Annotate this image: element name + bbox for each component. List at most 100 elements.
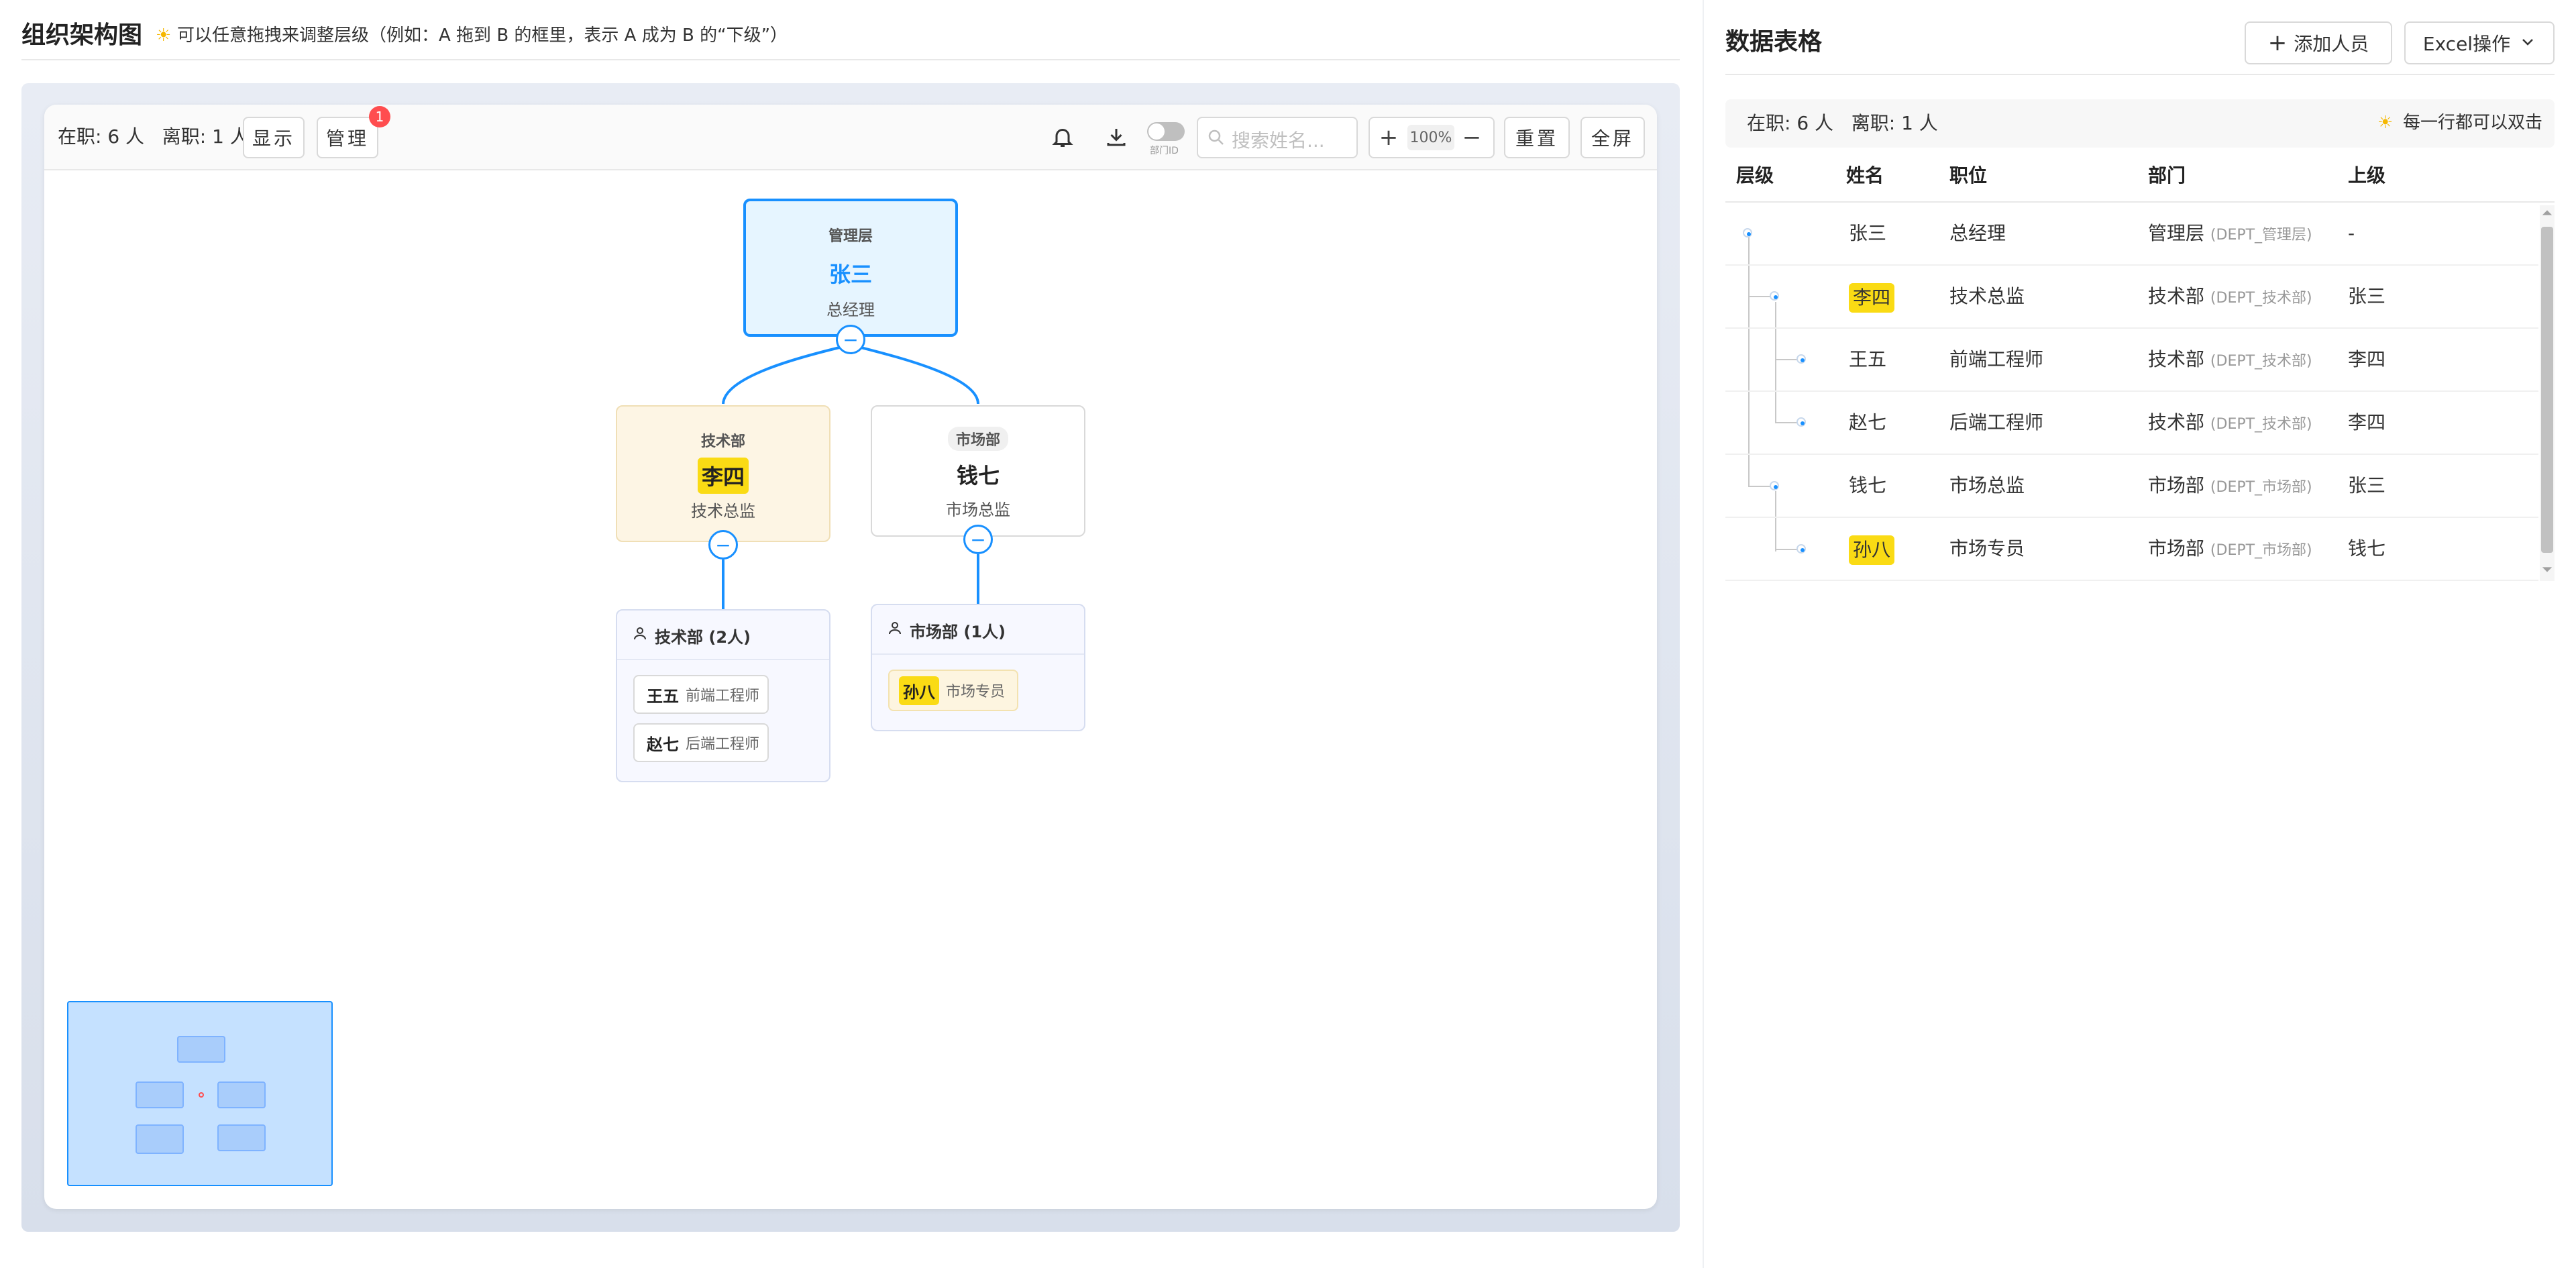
table-scroll-thumb[interactable] bbox=[2541, 227, 2553, 553]
tree-node-dot[interactable] bbox=[1796, 354, 1806, 364]
manage-button[interactable]: 管理 bbox=[317, 117, 378, 158]
col-header-superior[interactable]: 上级 bbox=[2348, 164, 2386, 187]
collapse-toggle-market[interactable]: − bbox=[963, 525, 993, 554]
tree-guide bbox=[1748, 296, 1775, 297]
row-divider bbox=[1725, 517, 2538, 518]
bell-icon[interactable] bbox=[1048, 122, 1077, 152]
cell-position[interactable]: 市场总监 bbox=[1949, 474, 2025, 496]
reset-button[interactable]: 重置 bbox=[1504, 117, 1570, 158]
col-header-name[interactable]: 姓名 bbox=[1846, 164, 1884, 187]
tree-guide bbox=[1748, 236, 1750, 297]
cell-name[interactable]: 李四 bbox=[1849, 283, 1895, 313]
cell-name[interactable]: 王五 bbox=[1849, 348, 1887, 370]
cell-dept[interactable]: 技术部 (DEPT_技术部) bbox=[2148, 346, 2312, 375]
minimap-center-dot bbox=[199, 1092, 204, 1098]
minimap-node bbox=[217, 1124, 266, 1151]
node-title: 市场总监 bbox=[946, 500, 1010, 519]
table-stats: 在职: 6 人 离职: 1 人 bbox=[1747, 112, 1938, 134]
cell-dept[interactable]: 市场部 (DEPT_市场部) bbox=[2148, 472, 2312, 501]
group-header: 技术部 (2人) bbox=[655, 628, 751, 647]
tree-guide bbox=[1775, 422, 1802, 423]
member-chip[interactable]: 赵七 后端工程师 bbox=[633, 723, 769, 762]
add-person-label: 添加人员 bbox=[2294, 33, 2369, 55]
member-role: 市场专员 bbox=[946, 684, 1006, 700]
member-chip[interactable]: 孙八 市场专员 bbox=[888, 670, 1018, 711]
collapse-toggle-root[interactable]: − bbox=[836, 325, 865, 354]
drag-tip: 可以任意拖拽来调整层级（例如：A 拖到 B 的框里，表示 A 成为 B 的“下级… bbox=[177, 25, 788, 46]
member-name: 孙八 bbox=[899, 676, 939, 705]
panel-divider[interactable] bbox=[1703, 0, 1704, 1268]
cell-dept[interactable]: 市场部 (DEPT_市场部) bbox=[2148, 535, 2312, 564]
org-node-market[interactable]: 市场部 钱七 市场总监 bbox=[871, 405, 1085, 537]
user-icon bbox=[632, 625, 648, 644]
zoom-out-button[interactable]: − bbox=[1457, 121, 1487, 154]
cell-name[interactable]: 孙八 bbox=[1849, 535, 1895, 565]
cell-position[interactable]: 市场专员 bbox=[1949, 537, 2025, 560]
member-chip[interactable]: 王五 前端工程师 bbox=[633, 675, 769, 714]
tree-node-dot[interactable] bbox=[1770, 291, 1779, 301]
dept-group-market[interactable]: 市场部 (1人) 孙八 市场专员 bbox=[871, 604, 1085, 731]
col-header-dept[interactable]: 部门 bbox=[2148, 164, 2186, 187]
download-icon[interactable] bbox=[1102, 122, 1131, 152]
group-divider bbox=[617, 659, 829, 660]
cell-superior[interactable]: 李四 bbox=[2348, 411, 2386, 433]
dept-code: (DEPT_技术部) bbox=[2210, 416, 2312, 433]
cell-dept[interactable]: 管理层 (DEPT_管理层) bbox=[2148, 220, 2312, 249]
toggle-knob bbox=[1148, 123, 1165, 140]
dept-name: 技术部 bbox=[2148, 285, 2205, 307]
cell-position[interactable]: 技术总监 bbox=[1949, 285, 2025, 307]
member-name: 赵七 bbox=[647, 735, 679, 754]
cell-position[interactable]: 后端工程师 bbox=[1949, 411, 2044, 433]
row-divider bbox=[1725, 580, 2538, 581]
excel-menu-label: Excel操作 bbox=[2422, 33, 2511, 55]
collapse-toggle-tech[interactable]: − bbox=[708, 530, 738, 560]
cell-superior[interactable]: 李四 bbox=[2348, 348, 2386, 370]
tree-node-dot[interactable] bbox=[1743, 228, 1752, 237]
dept-id-toggle-label: 部门ID bbox=[1150, 146, 1179, 156]
col-header-level[interactable]: 层级 bbox=[1736, 164, 1774, 187]
cell-name[interactable]: 赵七 bbox=[1849, 411, 1887, 433]
dept-group-tech[interactable]: 技术部 (2人) 王五 前端工程师 赵七 后端工程师 bbox=[616, 609, 830, 782]
table-header-divider bbox=[1725, 201, 2555, 203]
header-divider bbox=[21, 59, 1680, 60]
show-button[interactable]: 显示 bbox=[243, 117, 305, 158]
dept-id-toggle[interactable] bbox=[1147, 122, 1185, 141]
org-node-tech[interactable]: 技术部 李四 技术总监 bbox=[616, 405, 830, 542]
node-title: 总经理 bbox=[826, 301, 875, 319]
cell-name[interactable]: 钱七 bbox=[1849, 474, 1887, 496]
cell-superior[interactable]: 张三 bbox=[2348, 474, 2386, 496]
tree-node-dot[interactable] bbox=[1796, 544, 1806, 553]
add-person-button[interactable]: + 添加人员 bbox=[2245, 21, 2392, 64]
excel-menu-button[interactable]: Excel操作 bbox=[2404, 21, 2555, 64]
tree-guide bbox=[1775, 302, 1776, 423]
group-header: 市场部 (1人) bbox=[910, 623, 1006, 641]
scroll-up-icon[interactable] bbox=[2541, 207, 2553, 219]
tree-node-dot[interactable] bbox=[1796, 417, 1806, 427]
cell-position[interactable]: 前端工程师 bbox=[1949, 348, 2044, 370]
row-divider bbox=[1725, 454, 2538, 455]
name-search-input[interactable]: 搜索姓名... bbox=[1197, 117, 1358, 158]
scroll-down-icon[interactable] bbox=[2541, 564, 2553, 576]
node-name: 张三 bbox=[828, 262, 872, 287]
cell-dept[interactable]: 技术部 (DEPT_技术部) bbox=[2148, 409, 2312, 438]
sun-icon: ☀ bbox=[2377, 113, 2394, 133]
cell-superior[interactable]: 钱七 bbox=[2348, 537, 2386, 560]
cell-superior[interactable]: 张三 bbox=[2348, 285, 2386, 307]
right-header-divider bbox=[1725, 74, 2555, 75]
org-node-root[interactable]: 管理层 张三 总经理 bbox=[743, 199, 958, 337]
cell-position[interactable]: 总经理 bbox=[1949, 222, 2006, 244]
fullscreen-button[interactable]: 全屏 bbox=[1580, 117, 1645, 158]
node-name: 李四 bbox=[697, 458, 749, 494]
cell-dept[interactable]: 技术部 (DEPT_技术部) bbox=[2148, 283, 2312, 312]
zoom-in-button[interactable]: + bbox=[1374, 121, 1403, 154]
tree-node-dot[interactable] bbox=[1770, 481, 1779, 490]
minimap[interactable] bbox=[67, 1001, 333, 1186]
dept-name: 市场部 bbox=[2148, 474, 2205, 496]
col-header-position[interactable]: 职位 bbox=[1949, 164, 1988, 187]
table-stats-bar bbox=[1725, 99, 2555, 148]
cell-name[interactable]: 张三 bbox=[1849, 222, 1887, 244]
dept-code: (DEPT_管理层) bbox=[2210, 227, 2312, 244]
dept-code: (DEPT_技术部) bbox=[2210, 353, 2312, 370]
cell-superior[interactable]: - bbox=[2348, 222, 2355, 244]
